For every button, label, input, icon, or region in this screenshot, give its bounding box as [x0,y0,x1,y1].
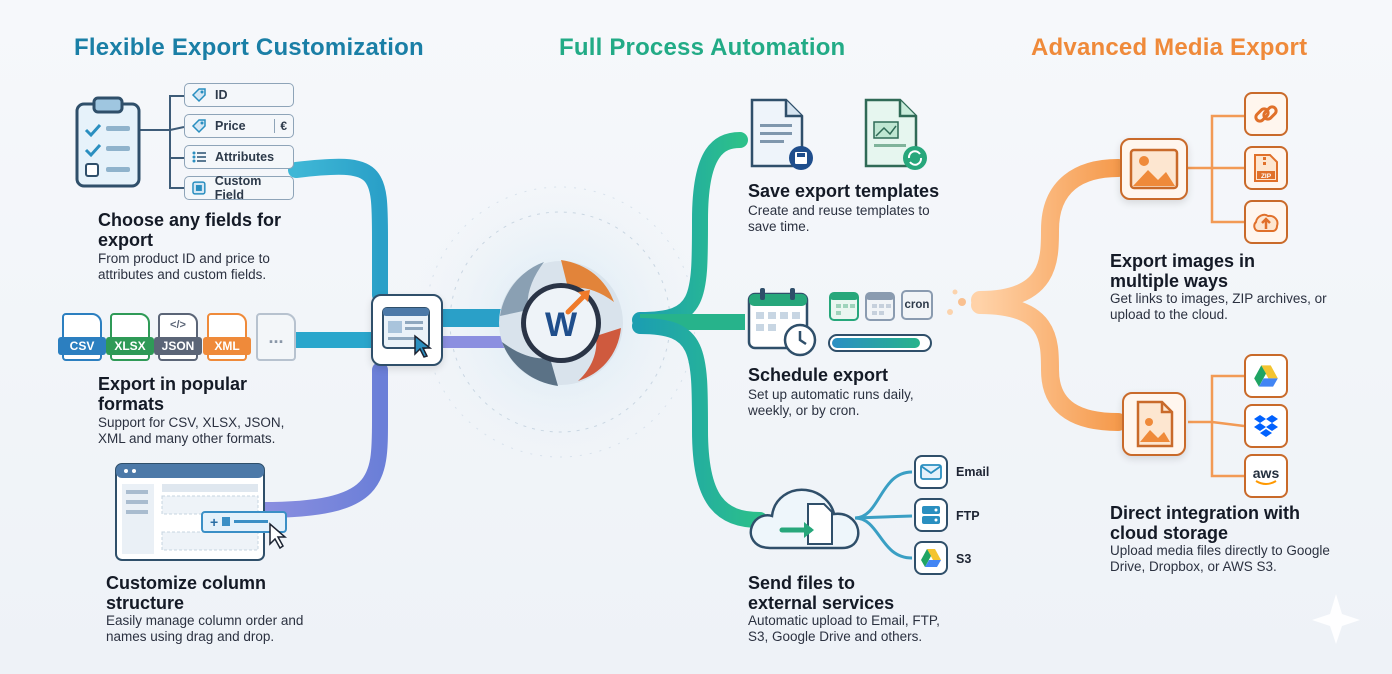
zip-archive-box: ZIP [1244,146,1288,190]
tag-icon [191,88,206,103]
cloud-upload-box [1244,200,1288,244]
image-landscape-icon [1129,148,1179,190]
svg-text:ZIP: ZIP [1261,173,1272,180]
destination-label-ftp: FTP [956,509,980,523]
feature-desc-images: Get links to images, ZIP archives, or up… [1110,291,1327,322]
tag-icon [191,119,206,134]
google-drive-icon [921,549,941,567]
custom-field-icon [192,181,206,195]
feature-desc-formats: Support for CSV, XLSX, JSON, XML and man… [98,415,285,446]
s3-destination-box [914,541,948,575]
ftp-destination-box [914,498,948,532]
schedule-progress-bar [828,334,932,352]
image-frame-card [1120,138,1188,200]
json-file-icon: </> JSON [154,313,202,361]
cron-badge: cron [901,290,933,320]
calendar-small-green-icon [829,292,859,321]
column-title-left: Flexible Export Customization [74,34,424,61]
window-cursor-icon [382,307,433,358]
column-title-center: Full Process Automation [559,34,846,61]
template-save-document-icon [750,98,813,170]
destination-label-email: Email [956,465,990,479]
csv-file-icon: CSV [58,313,106,361]
logo-letter: W [545,306,578,344]
feature-title-formats: Export in popular formats [98,374,248,414]
product-logo-emblem: W [499,260,623,386]
list-icon [192,151,206,163]
field-chip-id: ID [184,83,294,107]
schedule-progress-fill [832,338,920,348]
aws-logo-text: aws [1252,465,1280,481]
field-chip-label: Custom Field [214,174,262,202]
field-chip-price: Price € [184,114,294,138]
envelope-icon [920,464,942,480]
google-drive-icon [1254,365,1278,387]
field-chip-label: Price [215,119,246,133]
dropbox-icon [1254,415,1278,437]
feature-title-cloud: Direct integration with cloud storage [1110,503,1301,543]
calendar-small-gray-icon [865,292,895,321]
image-file-icon [1136,400,1174,448]
export-editor-icon [371,294,443,366]
aws-box: aws [1244,454,1288,498]
feature-title-schedule: Schedule export [748,365,889,385]
feature-desc-send: Automatic upload to Email, FTP, S3, Goog… [748,613,940,644]
xml-file-icon: XML [203,313,251,361]
feature-desc-schedule: Set up automatic runs daily, weekly, or … [748,387,914,418]
feature-desc-columns: Easily manage column order and names usi… [106,613,304,644]
calendar-clock-icon [747,288,817,357]
cloud-upload-arrow-icon [1253,213,1279,232]
field-chip-custom-field: Custom Field [184,174,294,202]
feature-desc-cloud: Upload media files directly to Google Dr… [1110,543,1330,574]
currency-euro-icon: € [274,119,287,133]
zip-file-icon: ZIP [1254,154,1278,182]
field-chip-attributes: Attributes [184,145,294,169]
svg-text:+: + [210,514,218,530]
dropbox-box [1244,404,1288,448]
xlsx-file-icon: XLSX [106,313,154,361]
more-dots-icon: ... [268,327,284,347]
field-chip-label: ID [215,88,228,102]
format-label-xml: XML [203,337,251,355]
format-label-json: JSON [154,337,202,355]
destination-label-s3: S3 [956,552,972,566]
feature-desc-fields: From product ID and price to attributes … [98,251,270,282]
cron-label: cron [904,299,930,311]
template-sync-document-icon [864,98,927,170]
more-formats-file-icon: ... [256,313,296,361]
feature-title-fields: Choose any fields for export [98,210,282,250]
format-label-csv: CSV [58,337,106,355]
code-brackets-icon: </> [170,319,186,331]
link-chain-icon [1254,105,1278,123]
aws-smile-icon [1255,480,1277,485]
feature-desc-templates: Create and reuse templates to save time. [748,203,930,234]
cloud-upload-icon [749,488,860,550]
email-destination-box [914,455,948,489]
image-link-box [1244,92,1288,136]
format-label-xlsx: XLSX [106,337,154,355]
feature-title-send: Send files to external services [748,573,895,613]
drag-drop-window-icon: + [115,463,288,561]
clipboard-checklist-icon [75,96,141,188]
google-drive-box [1244,354,1288,398]
column-title-right: Advanced Media Export [1031,34,1308,61]
media-file-card [1122,392,1186,456]
feature-title-templates: Save export templates [748,181,940,201]
feature-title-columns: Customize column structure [106,573,267,613]
field-chip-label: Attributes [215,150,275,164]
server-icon [922,506,940,524]
feature-title-images: Export images in multiple ways [1110,251,1256,291]
